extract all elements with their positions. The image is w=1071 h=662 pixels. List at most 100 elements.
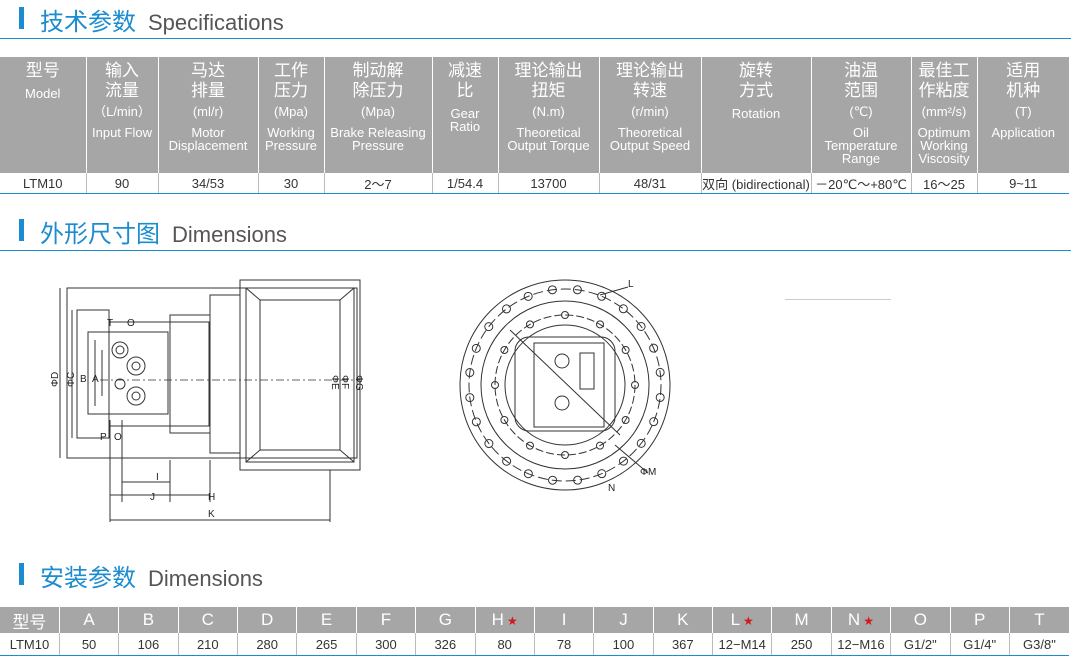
- spec-header-zh: 理论输出转速: [616, 61, 684, 100]
- spec-header-zh: 工作压力: [274, 61, 308, 100]
- dim-header-cell: B: [118, 607, 179, 633]
- label-j: J: [150, 492, 155, 503]
- dim-header-label: F: [380, 610, 392, 629]
- dim-header-label: N: [847, 610, 861, 629]
- dim-header-label: H: [491, 610, 504, 629]
- dim-cell: 12−M14: [712, 633, 773, 656]
- bolt-hole: [523, 291, 533, 301]
- spec-header-cell: 型号 Model: [0, 57, 87, 173]
- spec-cell: 30: [258, 173, 325, 194]
- spec-header-en: Input Flow: [92, 125, 152, 140]
- label-h: H: [208, 492, 215, 503]
- label-k: K: [208, 509, 215, 520]
- dim-cell: 280: [237, 633, 298, 656]
- spec-header-en: Model: [25, 86, 61, 101]
- spec-header-zh: 型号: [25, 61, 60, 80]
- dim-cell: G1/4": [950, 633, 1010, 656]
- bolt-hole: [649, 343, 659, 353]
- dim-cell: 265: [296, 633, 357, 656]
- dim-header-cell: A: [59, 607, 120, 633]
- bolt-hole: [471, 343, 481, 353]
- spec-header-unit: (mm²/s): [921, 104, 967, 119]
- dim-cell: 367: [653, 633, 714, 656]
- bolt-hole: [491, 381, 499, 389]
- label-m: ΦM: [640, 467, 656, 478]
- spec-header-unit: （L/min）: [93, 104, 151, 119]
- dim-header-label: P: [974, 610, 986, 629]
- label-o: O: [127, 318, 135, 329]
- spec-cell: 双向 (bidirectional): [701, 173, 812, 194]
- dim-cell: 12−M16: [831, 633, 892, 656]
- dim-header-cell: G: [415, 607, 476, 633]
- spec-header-zh: 旋转方式: [739, 61, 773, 100]
- spec-header-zh: 适用机种: [1006, 61, 1041, 100]
- spec-header-zh: 马达排量: [191, 61, 225, 100]
- dim-cell: 78: [534, 633, 595, 656]
- bolt-hole: [596, 320, 604, 329]
- bolt-hole: [526, 441, 534, 450]
- bolt-hole: [500, 416, 509, 424]
- bolt-hole: [465, 368, 475, 378]
- label-b: B: [80, 374, 87, 385]
- spec-header-unit: (Mpa): [361, 104, 395, 119]
- dim-header-cell: E: [296, 607, 357, 633]
- spec-header-unit: (r/min): [631, 104, 669, 119]
- bolt-hole: [573, 475, 583, 485]
- dim-header-cell: K: [653, 607, 714, 633]
- install-title-en: Dimensions: [148, 566, 263, 591]
- bolt-hole: [502, 456, 512, 466]
- dim-header-cell: M: [771, 607, 832, 633]
- bolt-hole: [465, 393, 475, 403]
- label-a: A: [92, 374, 99, 385]
- bolt-hole: [561, 311, 569, 319]
- dim-cell: 106: [118, 633, 179, 656]
- bolt-hole: [631, 381, 639, 389]
- dim-header-cell: D: [237, 607, 298, 633]
- bolt-hole: [572, 285, 582, 295]
- dim-header-label: K: [677, 610, 689, 629]
- dim-header-label: M: [794, 610, 809, 629]
- bolt-hole: [636, 321, 646, 331]
- dim-header-label: A: [83, 610, 95, 629]
- spec-header-cell: 适用机种(T)Application: [977, 57, 1069, 173]
- bolt-hole: [561, 451, 569, 459]
- faint-line: [785, 299, 891, 300]
- bolt-hole: [636, 438, 646, 448]
- bolt-hole: [618, 304, 628, 314]
- bolt-hole: [484, 322, 494, 332]
- bolt-hole: [619, 456, 629, 466]
- dim-cell: 210: [178, 633, 239, 656]
- dim-cell: G3/8": [1009, 633, 1069, 656]
- heading-accent-bar: [19, 7, 24, 29]
- bolt-hole: [596, 441, 604, 450]
- label-d: ΦD: [50, 372, 61, 387]
- bolt-hole: [547, 285, 557, 295]
- spec-header-zh: 油温范围: [844, 61, 878, 100]
- spec-header-zh: 减速比: [448, 61, 482, 100]
- bolt-hole: [621, 346, 630, 354]
- dim-header-cell: 型号: [0, 607, 60, 633]
- spec-header-unit: (T): [1014, 104, 1032, 119]
- dim-header-label: J: [619, 610, 628, 629]
- dim-cell: 100: [593, 633, 654, 656]
- dim-header-label: O: [913, 610, 927, 629]
- spec-header-unit: (Mpa): [274, 104, 308, 119]
- dim-cell: 250: [771, 633, 832, 656]
- label-n: N: [608, 483, 615, 494]
- dim-header-cell: H★: [475, 607, 535, 633]
- dim-header-cell: J: [593, 607, 654, 633]
- dim-cell: 326: [415, 633, 476, 656]
- spec-header-zh: 理论输出扭矩: [514, 61, 583, 100]
- dim-header-label: T: [1034, 610, 1045, 629]
- side-view-svg: ΦD ΦC B A T O P O ΦE ΦF ΦG I J H K: [50, 279, 364, 522]
